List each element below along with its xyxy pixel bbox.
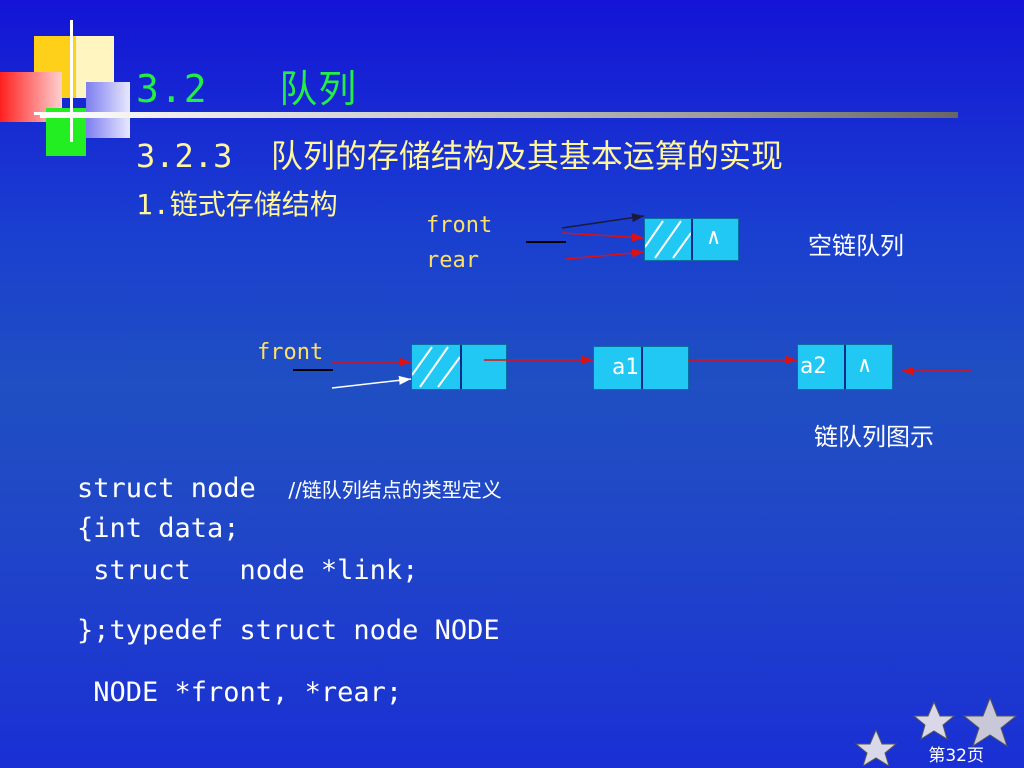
code-comment: //链队列结点的类型定义 [288,478,502,502]
star-icon[interactable] [962,698,1018,748]
node-a1: a1 [593,346,689,390]
empty-front-label: front [426,213,493,238]
code-line-5: NODE *front, *rear; [77,677,403,708]
subsection-title: 3.2.3 队列的存储结构及其基本运算的实现 [136,137,783,175]
front-label: front [257,340,324,365]
empty-queue-caption: 空链队列 [808,232,904,260]
section-title: 3.2 队列 [136,58,357,113]
diagram-caption: 链队列图示 [814,423,934,451]
item-heading: 1.链式存储结构 [136,188,338,221]
node-a2: a2 ∧ [797,344,893,390]
section-number: 3.2 [136,67,208,111]
null-symbol: ∧ [858,353,872,378]
code-line-3: struct node *link; [77,555,419,586]
empty-rear-label: rear [426,248,479,273]
node-a2-value: a2 [800,354,827,379]
page-number: 第32页 [928,746,984,766]
hatch-icon [645,220,691,259]
star-icon[interactable] [854,728,898,766]
star-icon[interactable] [912,700,956,741]
code-line-4: };typedef struct node NODE [77,615,500,646]
nav-stars [854,698,1018,766]
node-a1-value: a1 [612,355,639,380]
head-node [411,344,507,390]
code-line-1: struct node //链队列结点的类型定义 [77,473,502,504]
code-line-2: {int data; [77,513,240,544]
empty-head-node: ∧ [644,218,739,261]
title-divider [40,112,958,118]
hatch-icon [412,346,460,388]
section-name: 队列 [279,67,358,111]
null-symbol: ∧ [707,225,721,250]
